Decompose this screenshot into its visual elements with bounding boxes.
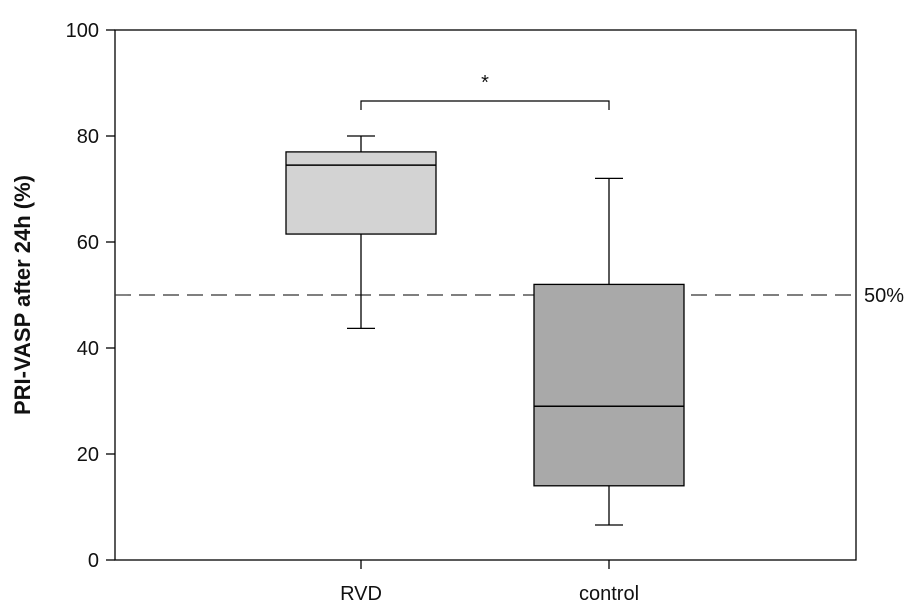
bracket-line [360, 100, 610, 110]
significance-bracket: * [360, 72, 610, 110]
y-tick-label-80: 80 [77, 126, 99, 148]
y-tick-label-0: 0 [88, 550, 99, 572]
x-tick-label-control: control [579, 583, 639, 605]
y-tick-label-100: 100 [66, 20, 99, 42]
y-axis-title: PRI-VASP after 24h (%) [10, 175, 35, 415]
box-control [533, 177, 685, 526]
box-body-RVD [285, 151, 437, 235]
y-axis: 0 20 40 60 80 100 [66, 20, 115, 572]
box-RVD [285, 135, 437, 330]
x-axis: RVD control [340, 560, 639, 605]
box-body-control [533, 283, 685, 487]
significance-marker: * [481, 72, 489, 94]
reference-line-label: 50% [864, 285, 904, 307]
reference-line: 50% [115, 285, 904, 307]
boxes [285, 135, 685, 526]
y-tick-label-20: 20 [77, 444, 99, 466]
x-tick-label-RVD: RVD [340, 583, 382, 605]
y-tick-label-40: 40 [77, 338, 99, 360]
y-tick-label-60: 60 [77, 232, 99, 254]
